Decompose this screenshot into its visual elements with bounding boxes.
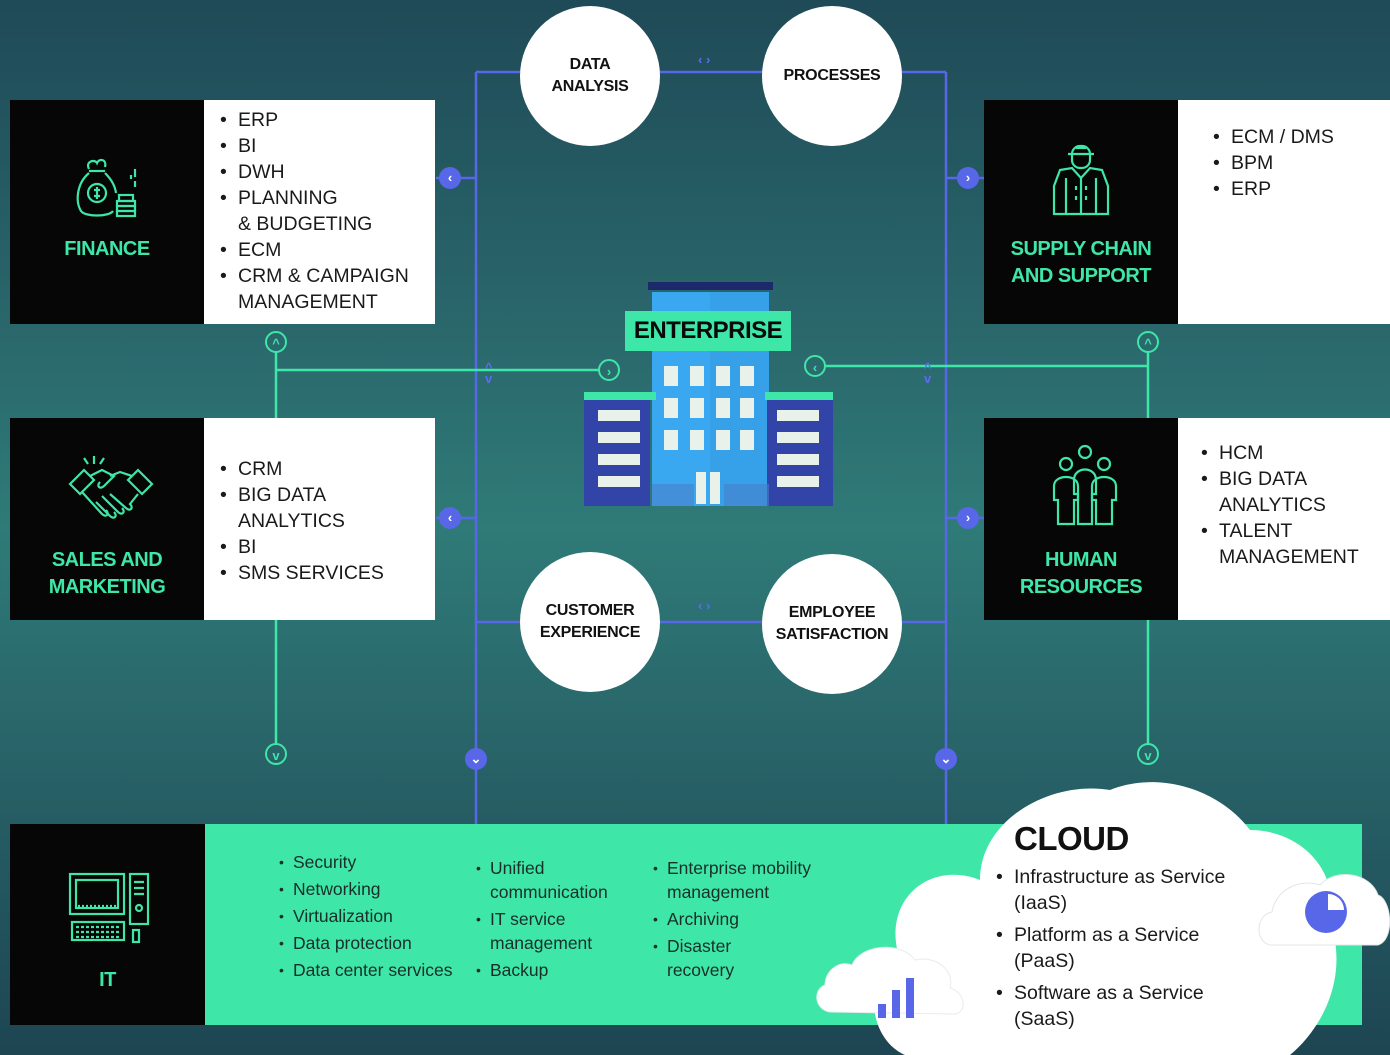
supply-title: SUPPLY CHAIN AND SUPPORT	[1010, 238, 1152, 287]
it-title: IT	[99, 969, 116, 991]
arrow-right-icon: ›	[957, 507, 979, 529]
supply-list-panel: ECM / DMSBPMERP	[1178, 100, 1390, 324]
handshake-icon	[68, 456, 154, 519]
double-arrow-icon: ‹ ›	[698, 52, 711, 67]
list-item: BIG DATA ANALYTICS	[1199, 466, 1359, 518]
list-item: SMS SERVICES	[218, 560, 384, 586]
arrow-down-icon: ⌄	[465, 748, 487, 770]
list-item: Unified communication	[476, 856, 608, 904]
list-item: DWH	[218, 159, 409, 185]
processes-circle: PROCESSES	[762, 6, 902, 146]
list-item: CRM & CAMPAIGN MANAGEMENT	[218, 263, 409, 315]
list-item: ERP	[218, 107, 409, 133]
arrow-down-icon: v	[1137, 743, 1159, 765]
list-item: ECM / DMS	[1211, 124, 1334, 150]
list-item: Backup	[476, 958, 608, 982]
list-item: BIG DATA ANALYTICS	[218, 482, 384, 534]
arrow-left-icon: ‹	[804, 355, 826, 377]
it-panel: IT	[10, 824, 205, 1025]
finance-list-panel: ERPBIDWHPLANNING & BUDGETINGECMCRM & CAM…	[204, 100, 435, 324]
list-item: Security	[279, 850, 453, 874]
hr-list-panel: HCMBIG DATA ANALYTICSTALENT MANAGEMENT	[1178, 418, 1390, 620]
list-item: BI	[218, 133, 409, 159]
data-analysis-circle: DATA ANALYSIS	[520, 6, 660, 146]
it-list-col2: Unified communicationIT service manageme…	[476, 856, 608, 985]
arrow-up-icon: ^	[265, 331, 287, 353]
pie-chart-icon	[1305, 891, 1347, 933]
sales-title: SALES AND MARKETING	[48, 549, 166, 598]
list-item: BI	[218, 534, 384, 560]
cloud-title: CLOUD	[1014, 820, 1129, 857]
sales-panel: SALES AND MARKETING	[10, 418, 204, 620]
list-item: PLANNING & BUDGETING	[218, 185, 409, 237]
sales-list-panel: CRMBIG DATA ANALYTICSBISMS SERVICES	[204, 418, 435, 620]
computer-icon	[68, 872, 150, 944]
people-icon	[1052, 444, 1118, 526]
it-list-col3: Enterprise mobility managementArchivingD…	[653, 856, 811, 985]
list-item: Enterprise mobility management	[653, 856, 811, 904]
list-item: Infrastructure as Service (IaaS)	[996, 864, 1225, 916]
customer-experience-circle: CUSTOMER EXPERIENCE	[520, 552, 660, 692]
employee-satisfaction-circle: EMPLOYEE SATISFACTION	[762, 554, 902, 694]
finance-list: ERPBIDWHPLANNING & BUDGETINGECMCRM & CAM…	[218, 107, 409, 315]
it-list-col1: SecurityNetworkingVirtualizationData pro…	[279, 850, 453, 985]
list-item: ERP	[1211, 176, 1334, 202]
money-bag-icon	[76, 158, 137, 218]
supply-panel: SUPPLY CHAIN AND SUPPORT	[984, 100, 1178, 324]
worker-icon	[1052, 144, 1110, 216]
up-down-arrow-icon: ^v	[924, 360, 932, 386]
list-item: ECM	[218, 237, 409, 263]
list-item: CRM	[218, 456, 384, 482]
list-item: Networking	[279, 877, 453, 901]
list-item: Data center services	[279, 958, 453, 982]
arrow-left-icon: ‹	[439, 167, 461, 189]
up-down-arrow-icon: ^v	[485, 360, 493, 386]
arrow-right-icon: ›	[957, 167, 979, 189]
hr-title: HUMAN RESOURCES	[1019, 549, 1143, 598]
arrow-right-icon: ›	[598, 359, 620, 381]
sales-list: CRMBIG DATA ANALYTICSBISMS SERVICES	[218, 456, 384, 586]
list-item: BPM	[1211, 150, 1334, 176]
double-arrow-icon: ‹ ›	[698, 598, 711, 613]
list-item: Virtualization	[279, 904, 453, 928]
finance-panel: FINANCE	[10, 100, 204, 324]
enterprise-label: ENTERPRISE	[625, 311, 791, 351]
arrow-down-icon: ⌄	[935, 748, 957, 770]
list-item: IT service management	[476, 907, 608, 955]
list-item: TALENT MANAGEMENT	[1199, 518, 1359, 570]
list-item: HCM	[1199, 440, 1359, 466]
arrow-down-icon: v	[265, 743, 287, 765]
list-item: Software as a Service (SaaS)	[996, 980, 1225, 1032]
hr-panel: HUMAN RESOURCES	[984, 418, 1178, 620]
arrow-up-icon: ^	[1137, 331, 1159, 353]
finance-title: FINANCE	[64, 238, 150, 260]
cloud-list: Infrastructure as Service (IaaS) Platform…	[996, 864, 1225, 1038]
list-item: Platform as a Service (PaaS)	[996, 922, 1225, 974]
bar-chart-icon	[878, 978, 914, 1018]
list-item: Archiving	[653, 907, 811, 931]
list-item: Disaster recovery	[653, 934, 811, 982]
supply-list: ECM / DMSBPMERP	[1211, 124, 1334, 202]
hr-list: HCMBIG DATA ANALYTICSTALENT MANAGEMENT	[1199, 440, 1359, 570]
list-item: Data protection	[279, 931, 453, 955]
arrow-left-icon: ‹	[439, 507, 461, 529]
